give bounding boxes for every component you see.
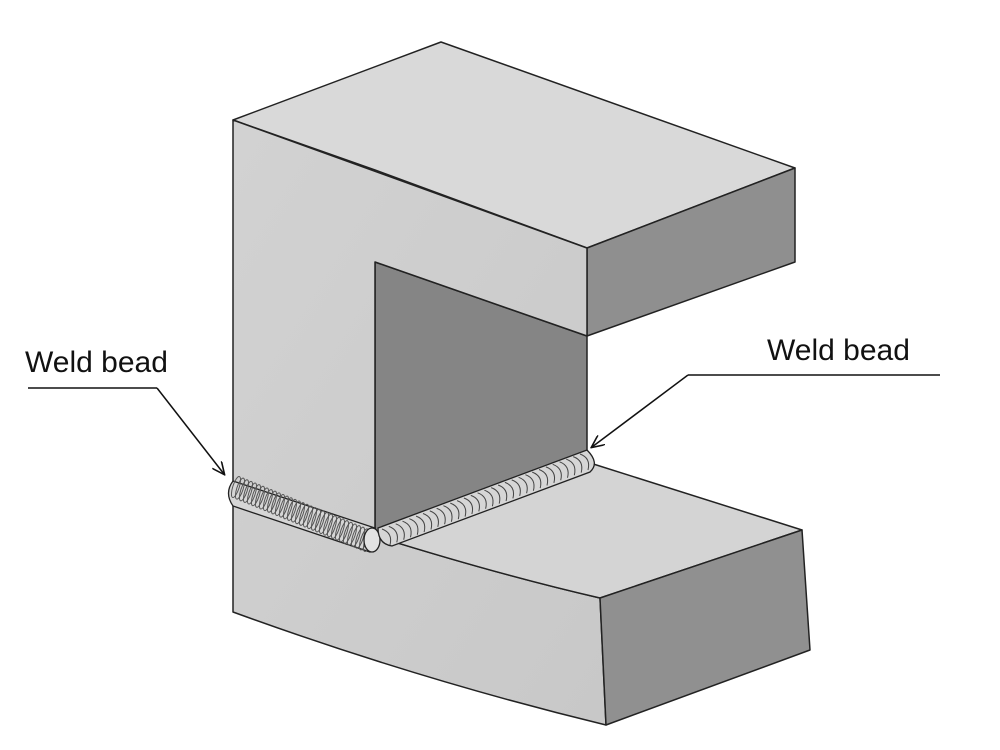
weld-bead-label-left: Weld bead	[25, 346, 168, 379]
right-weld-bead	[377, 449, 595, 547]
lower-arm-end-face	[599, 529, 811, 726]
left-leader	[28, 387, 224, 474]
weld-bead-label-right: Weld bead	[767, 334, 910, 367]
right-leader	[592, 374, 940, 447]
left-weld-bead	[227, 475, 381, 553]
